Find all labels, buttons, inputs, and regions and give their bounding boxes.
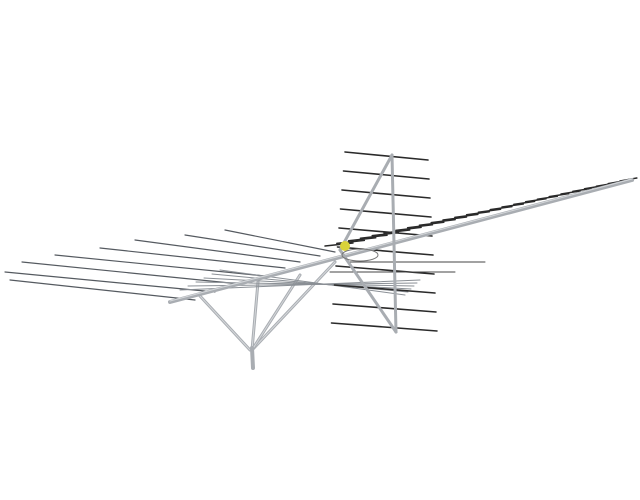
yagi-director bbox=[359, 234, 388, 239]
yagi-director bbox=[347, 237, 377, 242]
vhf-element bbox=[224, 229, 336, 253]
support-strut-highlight bbox=[251, 281, 259, 351]
support-strut-highlight bbox=[251, 261, 336, 351]
log-periodic-element bbox=[333, 284, 436, 294]
log-periodic-elements bbox=[329, 151, 486, 332]
yagi-director bbox=[548, 192, 570, 198]
vhf-lower-element bbox=[219, 269, 406, 296]
vhf-element bbox=[54, 254, 266, 277]
log-periodic-element bbox=[338, 227, 433, 237]
mast bbox=[250, 346, 255, 370]
log-periodic-element bbox=[341, 189, 431, 199]
yagi-director bbox=[383, 229, 411, 234]
vhf-element bbox=[99, 247, 286, 269]
log-periodic-element bbox=[344, 151, 429, 161]
yagi-director bbox=[489, 205, 513, 211]
log-periodic-element bbox=[330, 322, 438, 332]
vhf-element bbox=[134, 239, 301, 263]
support-strut-highlight bbox=[251, 274, 301, 351]
vhf-element bbox=[21, 261, 241, 285]
yagi-director bbox=[430, 218, 456, 224]
vhf-element bbox=[4, 271, 216, 293]
yagi-director bbox=[524, 198, 547, 203]
vhf-lower-element bbox=[203, 277, 412, 290]
log-periodic-boom-lower bbox=[338, 248, 398, 334]
log-periodic-element bbox=[332, 303, 437, 313]
yagi-director bbox=[454, 213, 479, 219]
connector-hub bbox=[340, 241, 350, 251]
mounting-clamp bbox=[341, 248, 379, 262]
yagi-director bbox=[442, 216, 468, 221]
antenna-booms bbox=[168, 153, 634, 334]
yagi-director bbox=[395, 226, 422, 232]
main-boom bbox=[168, 178, 634, 304]
log-periodic-element bbox=[342, 170, 430, 180]
antenna-support-struts bbox=[198, 260, 337, 370]
yagi-director bbox=[501, 203, 525, 208]
antenna-hub bbox=[340, 241, 379, 262]
yagi-director bbox=[536, 195, 559, 200]
log-periodic-element bbox=[336, 246, 434, 256]
yagi-director bbox=[418, 221, 445, 226]
yagi-director bbox=[477, 208, 502, 213]
yagi-director bbox=[465, 211, 490, 216]
vhf-element bbox=[184, 234, 321, 257]
vhf-element bbox=[9, 279, 196, 301]
support-strut-highlight bbox=[199, 295, 251, 351]
yagi-director bbox=[406, 224, 434, 229]
log-periodic-boom-upper bbox=[338, 153, 394, 252]
log-periodic-element bbox=[339, 208, 432, 218]
main-boom-highlight bbox=[169, 178, 633, 302]
log-periodic-boom bbox=[390, 153, 398, 334]
yagi-director bbox=[513, 200, 536, 206]
vhf-lower-element bbox=[195, 281, 415, 287]
